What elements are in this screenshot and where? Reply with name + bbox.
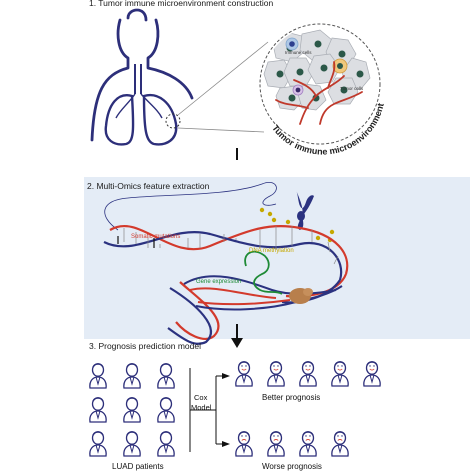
zoom-line-bottom <box>177 127 265 133</box>
chromosome-icon <box>296 190 314 230</box>
section-1-title: 1. Tumor immune microenvironment constru… <box>89 0 274 8</box>
torso-outline <box>90 8 194 142</box>
tumor-marker <box>165 113 181 129</box>
chromatin-thread <box>104 182 277 231</box>
patient-grid <box>89 363 175 457</box>
cox-bracket <box>189 368 224 452</box>
left-lung <box>104 94 135 146</box>
dna-methylation-label: DNA methylation <box>249 248 294 254</box>
section-2-graphic <box>103 182 349 348</box>
immune-cells-label: Immune cells <box>285 50 312 55</box>
trachea <box>134 64 142 94</box>
blood-vessels <box>275 61 363 125</box>
mrna-strand <box>244 250 283 295</box>
gene-expression-label: Gene expression <box>196 279 242 285</box>
right-lung <box>142 93 178 146</box>
cox-label-1: Cox <box>194 393 208 402</box>
tumor-cells-label: Tumor cells <box>340 86 364 91</box>
luad-patients-label: LUAD patients <box>112 462 164 471</box>
cell-cluster <box>263 29 371 125</box>
dna-helix <box>103 224 349 281</box>
omics-band <box>84 177 470 339</box>
better-prognosis-label: Better prognosis <box>262 393 321 402</box>
bronchi <box>115 93 163 119</box>
better-group <box>235 361 381 387</box>
section-1-graphic: Tumor immune microenvironment <box>90 8 394 160</box>
worse-group <box>235 431 349 457</box>
section-2-title: 2. Multi-Omics feature extraction <box>87 181 210 191</box>
cox-label-2: Model <box>191 403 212 412</box>
somatic-mutations-label: Somatic mutations <box>131 234 181 240</box>
worse-prognosis-label: Worse prognosis <box>262 462 322 471</box>
methylation-dots <box>259 207 335 243</box>
zoom-line-top <box>177 41 269 116</box>
section-3-title: 3. Prognosis prediction model <box>89 341 201 351</box>
section-3-graphic <box>89 361 381 457</box>
transcription-bubble <box>183 275 343 311</box>
